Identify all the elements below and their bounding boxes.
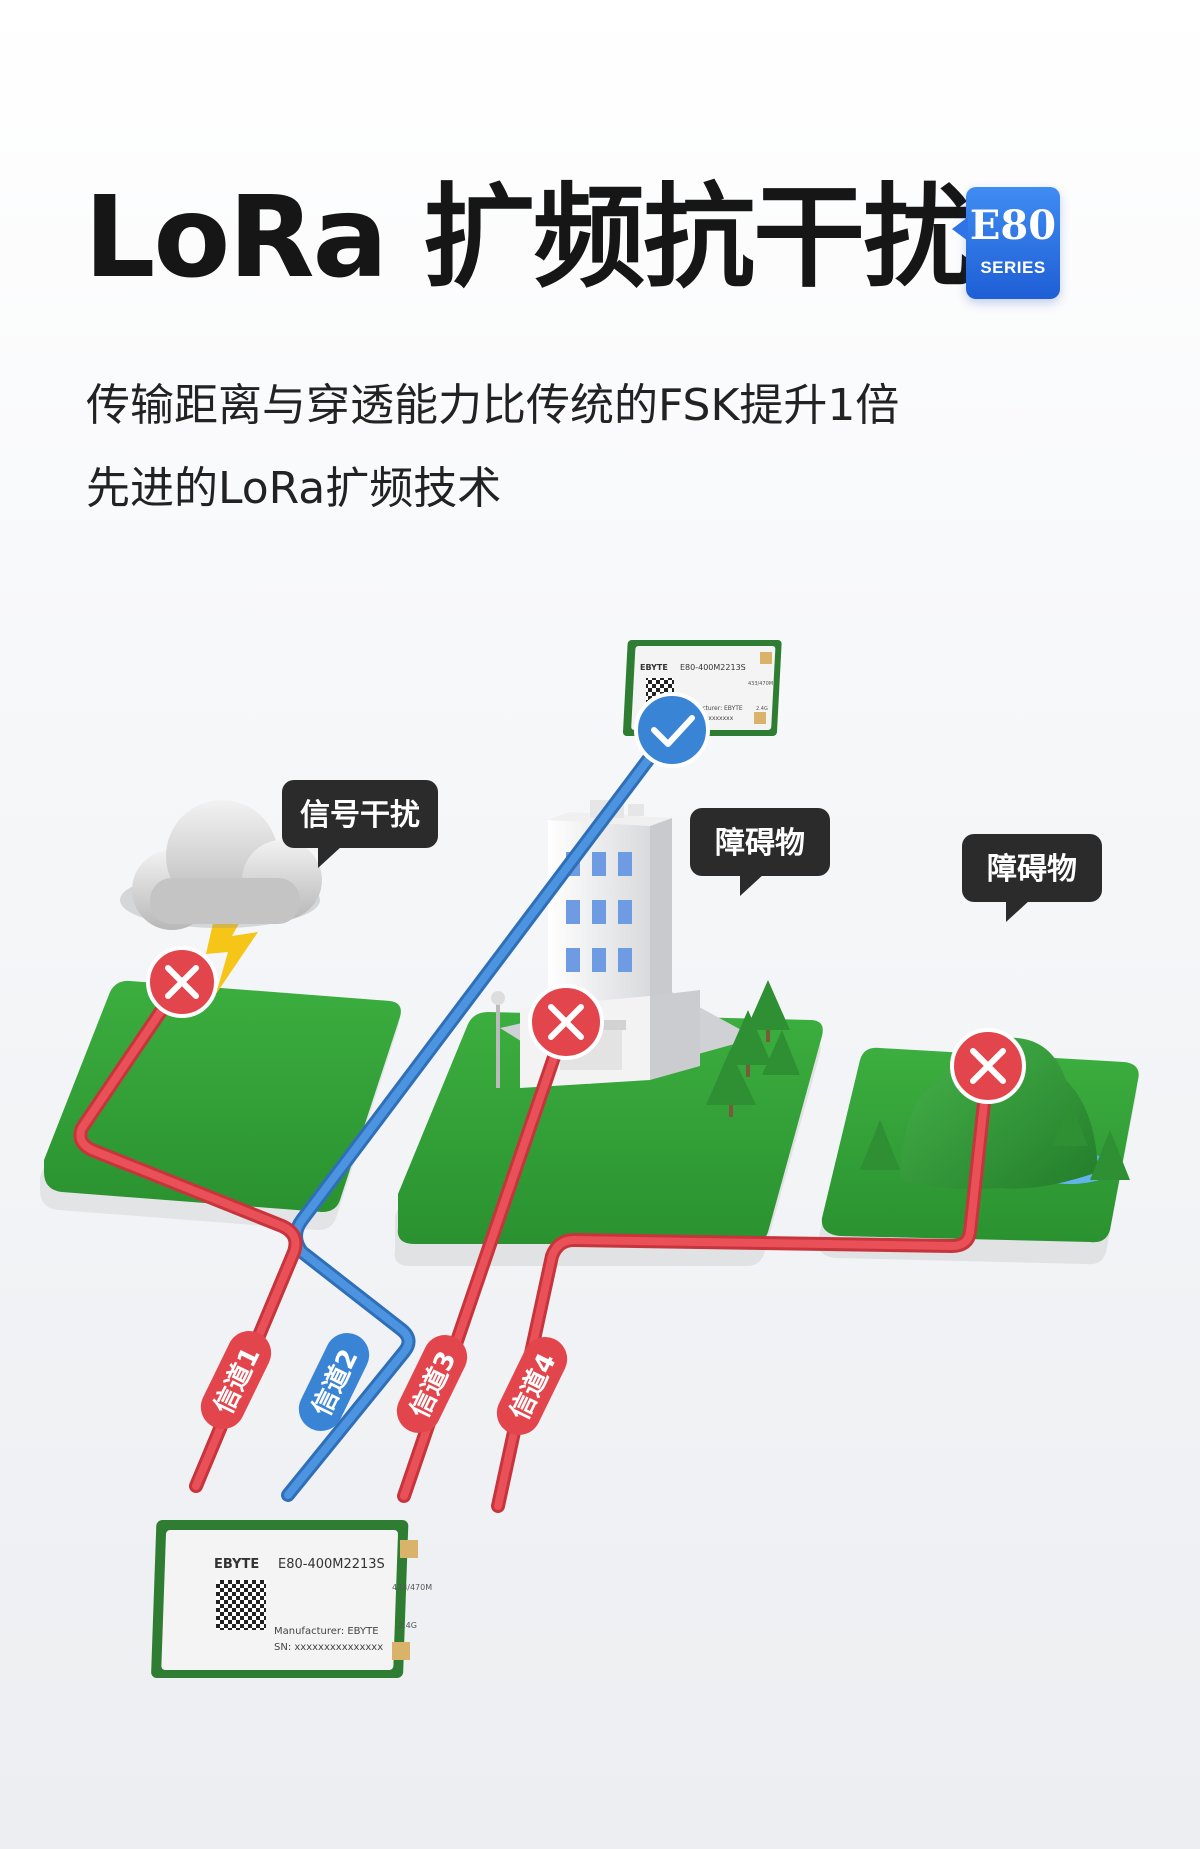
module-bottom-manufacturer: Manufacturer: EBYTE xyxy=(274,1626,379,1637)
blocked-x-icon-channel-3 xyxy=(528,984,604,1060)
module-bottom-brand: EBYTE xyxy=(214,1557,259,1572)
callout-interference-text: 信号干扰 xyxy=(300,798,420,833)
mountain-icon xyxy=(860,1037,1130,1189)
module-top-brand: EBYTE xyxy=(640,663,668,672)
channel-tag-1: 信道1 xyxy=(200,1331,272,1429)
tree-icons-center xyxy=(706,980,800,1117)
module-top-freq: 433/470M xyxy=(748,681,773,687)
module-top-band: 2.4G xyxy=(756,706,768,712)
module-bottom-antenna-connector-2-icon xyxy=(392,1642,410,1660)
callout-obstacle-center-text: 障碍物 xyxy=(715,826,805,861)
channel-lines xyxy=(73,721,995,1513)
module-bottom-model: E80-400M2213S xyxy=(278,1557,385,1572)
blocked-x-icon-channel-1 xyxy=(146,946,218,1018)
badge-model: E80 xyxy=(969,202,1057,249)
channel-illustration: 信号干扰 障碍物 障碍物 EBYTE E80-400M2213S 433/470… xyxy=(40,640,1139,1678)
subtitle-technology: 先进的LoRa扩频技术 xyxy=(86,463,502,514)
subtitle-range: 传输距离与穿透能力比传统的FSK提升1倍 xyxy=(86,380,900,431)
module-bottom-band: 2.4G xyxy=(398,1621,417,1630)
module-top-manufacturer: Manufacturer: EBYTE xyxy=(680,705,743,712)
e80-series-badge: E80 SERIES xyxy=(952,187,1060,299)
blocked-x-icon-channel-4 xyxy=(950,1028,1026,1104)
module-bottom-qr-code-icon xyxy=(216,1580,266,1630)
module-bottom-antenna-connector-icon xyxy=(400,1540,418,1558)
success-check-icon xyxy=(634,692,710,768)
module-bottom-sn: SN: xxxxxxxxxxxxxxx xyxy=(274,1642,383,1653)
callout-obstacle-center: 障碍物 xyxy=(690,808,830,896)
callout-obstacle-right: 障碍物 xyxy=(962,834,1102,922)
page-title: LoRa 扩频抗干扰 xyxy=(84,173,975,303)
badge-series: SERIES xyxy=(980,258,1046,277)
storm-cloud-icon xyxy=(120,800,322,994)
channel-tag-2: 信道2 xyxy=(298,1333,370,1431)
module-top-antenna-connector-icon xyxy=(760,652,772,664)
module-top-antenna-connector-2-icon xyxy=(754,712,766,724)
callout-interference: 信号干扰 xyxy=(282,780,438,868)
callout-obstacle-right-text: 障碍物 xyxy=(987,852,1077,887)
office-building-icon xyxy=(491,800,756,1088)
module-top-model: E80-400M2213S xyxy=(680,663,746,672)
module-bottom-freq: 433/470M xyxy=(392,1583,432,1592)
channel-tag-4: 信道4 xyxy=(496,1337,568,1435)
module-bottom: EBYTE E80-400M2213S 433/470M 2.4G Manufa… xyxy=(151,1520,432,1678)
